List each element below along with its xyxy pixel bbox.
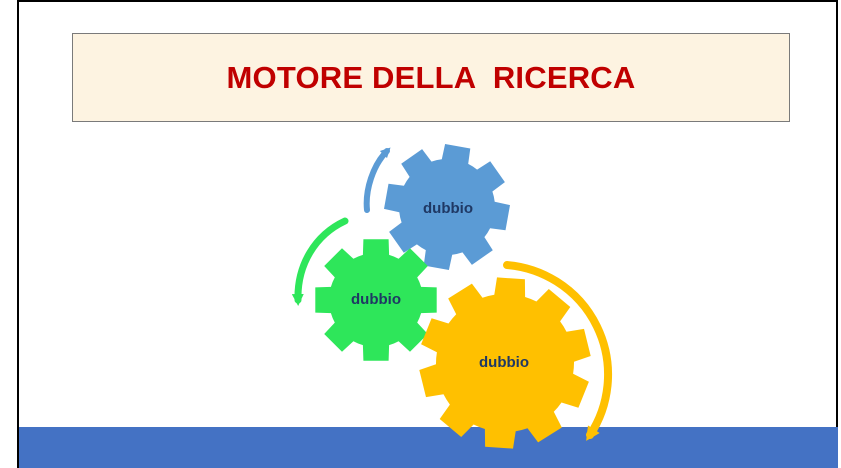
gear-blue-label: dubbio — [423, 200, 473, 217]
rotation-arrow-yellow — [503, 261, 612, 441]
gear-blue — [384, 144, 510, 270]
rotation-arrow-green — [291, 217, 349, 306]
gear-green-label: dubbio — [351, 291, 401, 308]
gear-yellow — [419, 277, 591, 449]
rotation-arrow-blue — [363, 147, 391, 213]
title-box: MOTORE DELLA RICERCA — [72, 33, 790, 122]
slide-frame — [17, 0, 838, 468]
slide-title: MOTORE DELLA RICERCA — [226, 59, 636, 95]
gear-yellow-label: dubbio — [479, 354, 529, 371]
bottom-band — [19, 427, 838, 468]
gear-green — [315, 239, 437, 361]
